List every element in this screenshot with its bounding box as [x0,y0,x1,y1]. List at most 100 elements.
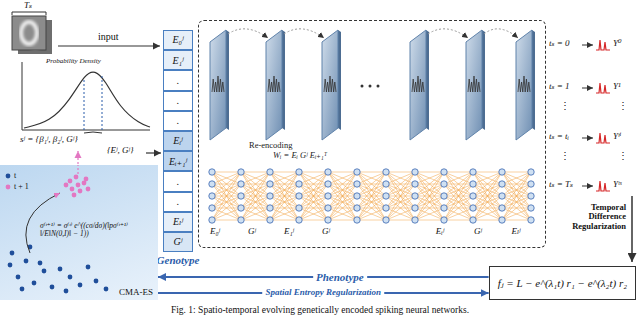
drawing-line [212,172,241,196]
drawing-circle [470,169,476,175]
drawing-circle [412,193,418,199]
gene-cell: E₀ʲ [163,30,193,50]
drawing-line [328,172,357,173]
drawing-line [299,172,328,208]
gene-cell: Eᵢ₊₁ʲ [163,151,193,171]
genotype-column: GenotypeE₀ʲE₁ʲ...EᵢʲEᵢ₊₁ʲ..EₗʲGʲ [152,30,204,270]
drawing-line [357,208,386,220]
drawing-line [444,208,473,220]
drawing-circle [383,169,389,175]
drawing-line [386,172,415,208]
drawing-line [582,186,593,187]
drawing-circle [238,169,244,175]
drawing-line [582,138,593,139]
drawing-line [270,208,299,220]
drawing-line [241,196,270,220]
drawing-line [299,184,328,220]
axis-label: Probability Density [46,58,101,66]
drawing-line [473,172,502,184]
drawing-line [270,172,299,208]
drawing-line [299,196,328,220]
drawing-line [357,208,386,220]
drawing-circle [16,275,21,280]
drawing-line [502,172,531,220]
ellipsis: ⋮ [618,150,628,161]
drawing-line [415,172,444,220]
drawing-line [502,172,531,184]
drawing-path [428,29,468,38]
input-arrow [58,45,160,46]
drawing-circle [354,181,360,187]
gene-cell: Gʲ [163,232,193,252]
drawing-circle [470,217,476,223]
gene-cell: . [163,70,193,90]
drawing-line [241,172,270,220]
drawing-circle [528,217,534,223]
drawing-line [357,172,386,173]
drawing-line [212,172,241,220]
drawing-circle [86,265,91,270]
drawing-line [328,196,357,220]
drawing-line [270,172,299,173]
layer-slab [516,30,532,140]
drawing-circle [86,187,91,192]
drawing-path [212,76,224,92]
drawing-line [415,172,444,220]
drawing-line [502,172,531,184]
drawing-line [212,172,241,184]
drawing-circle [104,287,109,292]
drawing-circle [267,193,273,199]
node-text: E₁ʲ [172,55,183,67]
drawing-line [212,196,241,220]
drawing-path [268,76,280,92]
drawing-line [299,208,328,220]
drawing-line [357,196,386,220]
drawing-line [386,172,415,208]
drawing-circle [50,285,55,290]
drawing-line [386,184,415,220]
drawing-line [502,184,531,220]
input-frame [12,16,46,50]
drawing-line [357,184,386,220]
drawing-line [212,184,241,220]
drawing-circle [68,179,73,184]
drawing-circle [32,281,37,286]
drawing-ellipse [21,22,37,44]
output-label: Y⁰ [613,39,622,49]
node-text: . [177,115,180,127]
drawing-circle [383,193,389,199]
drawing-circle [361,85,364,88]
drawing-line [502,172,531,208]
node-text: . [177,176,180,188]
drawing-circle [369,85,372,88]
drawing-circle [499,193,505,199]
drawing-line [386,172,415,220]
drawing-circle [10,251,15,256]
time-label: tₛ = Tₛ [549,180,573,190]
drawing-line [473,208,502,220]
drawing-line [444,196,473,220]
drawing-line [582,45,593,46]
drawing-circle [441,169,447,175]
gene-label: Gʲ [322,227,330,237]
drawing-line [357,172,386,184]
node-text: E₀ʲ [172,34,183,46]
drawing-path [412,76,424,92]
drawing-path [84,132,102,133]
drawing-path [12,12,46,15]
output-label: Y¹ [613,82,621,92]
gene-label: E₁ʲ [284,227,294,237]
time-label: tₛ = tᵢ [549,132,569,142]
drawing-line [502,172,531,196]
node-text: CMA-ES [119,287,153,297]
drawing-circle [267,181,273,187]
drawing-line [270,172,299,184]
drawing-circle [412,169,418,175]
drawing-line [241,208,270,220]
drawing-circle [58,267,63,272]
drawing-line [473,196,502,220]
drawing-line [444,172,473,220]
drawing-line [357,196,386,220]
drawing-line [241,172,270,208]
drawing-circle [267,169,273,175]
